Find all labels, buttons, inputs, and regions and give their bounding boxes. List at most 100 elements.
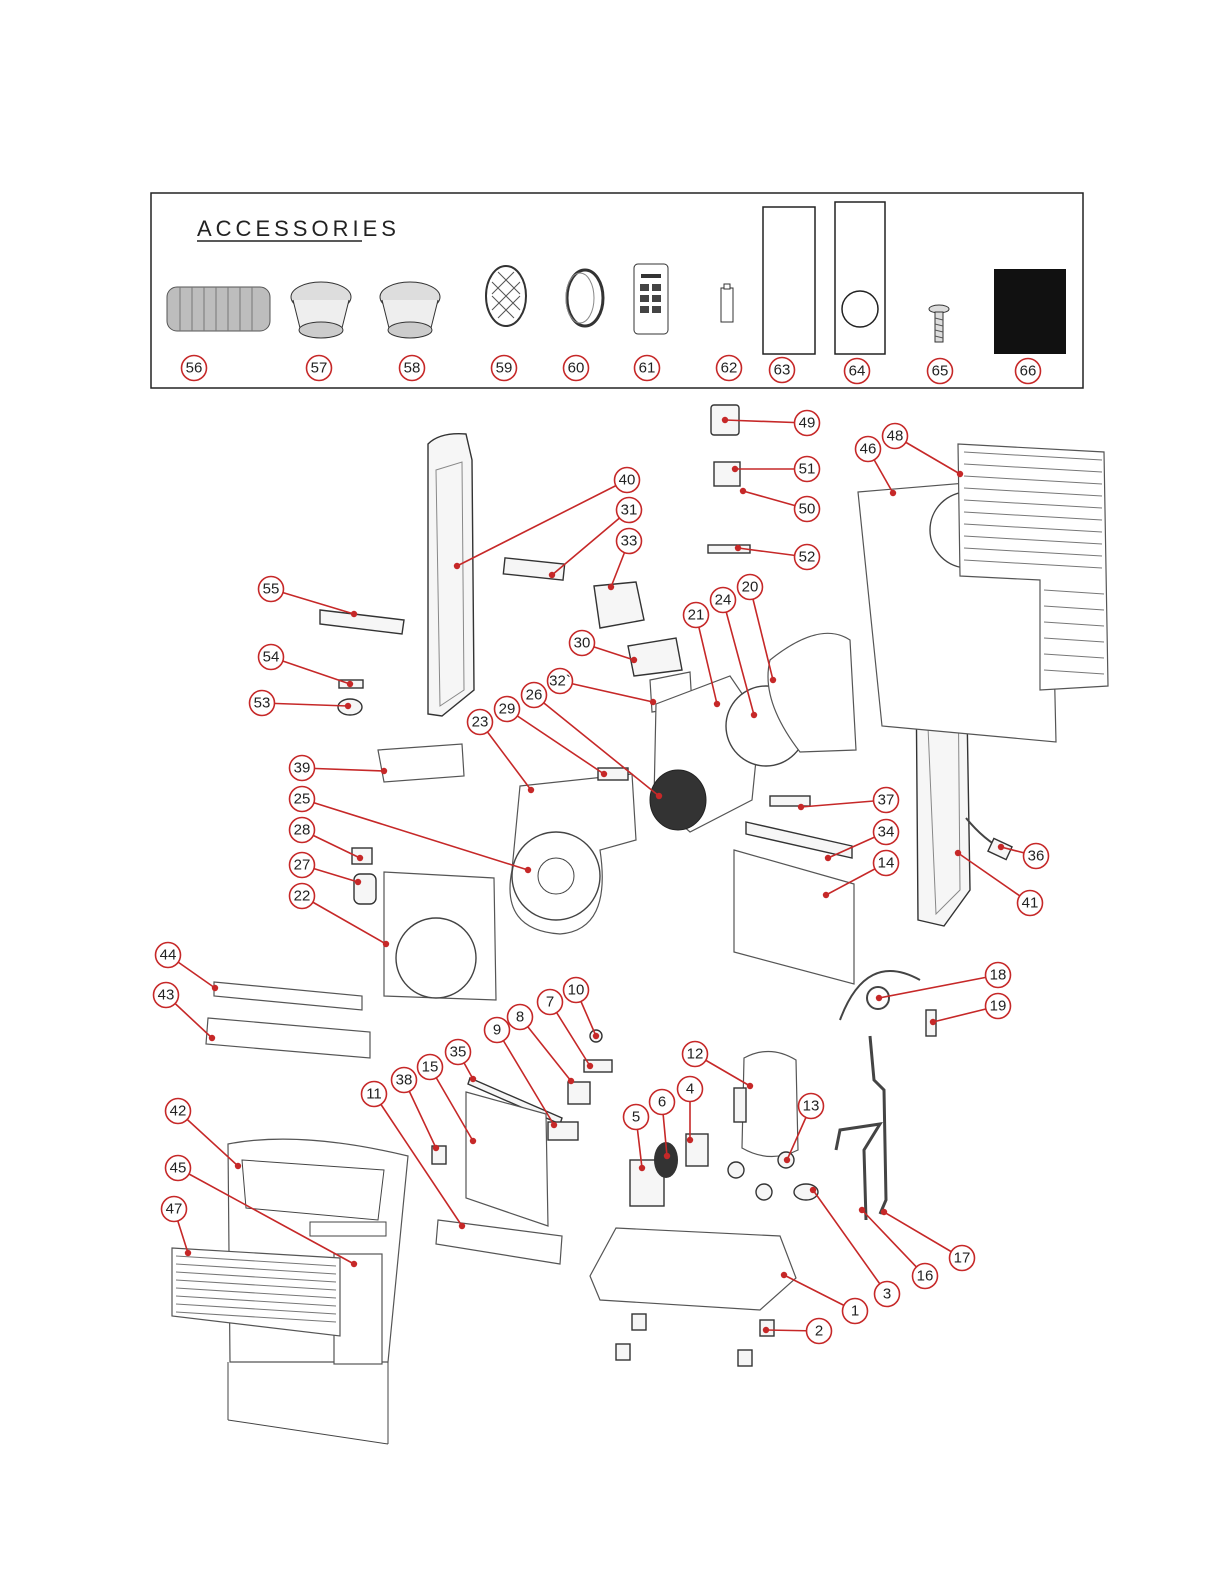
part-callout-25: 25 [290, 787, 532, 874]
callout-number: 1 [851, 1303, 859, 1320]
callout-number: 4 [686, 1081, 694, 1098]
leader-dot [751, 712, 757, 718]
leader-dot [876, 995, 882, 1001]
part-callout-19: 19 [930, 994, 1011, 1026]
callout-number: 63 [774, 362, 791, 379]
accessory-window-panel-with-hole [835, 202, 885, 354]
callout-number: 50 [799, 501, 816, 518]
leader-line [879, 975, 998, 998]
switch-box [714, 462, 740, 486]
callout-number: 6 [658, 1094, 666, 1111]
callout-number: 47 [166, 1201, 183, 1218]
callout-number: 30 [574, 635, 591, 652]
callout-number: 21 [688, 607, 705, 624]
leader-dot [631, 657, 637, 663]
leader-dot [722, 417, 728, 423]
callout-number: 56 [186, 360, 203, 377]
part-callout-54: 54 [259, 645, 354, 688]
leader-dot [825, 855, 831, 861]
callout-number: 36 [1028, 848, 1045, 865]
leader-dot [381, 768, 387, 774]
leader-line [457, 480, 627, 566]
part-callout-51: 51 [732, 457, 820, 482]
part-callout-33: 33 [608, 529, 642, 591]
leader-dot [601, 771, 607, 777]
base-pan [590, 1228, 796, 1310]
leader-dot [998, 844, 1004, 850]
callout-number: 53 [254, 695, 271, 712]
leader-dot [351, 611, 357, 617]
callout-number: 7 [546, 994, 554, 1011]
leader-line [813, 1190, 887, 1294]
accessory-number-64: 64 [845, 359, 870, 384]
callout-number: 41 [1022, 895, 1039, 912]
part-callout-1: 1 [781, 1272, 868, 1324]
caster [632, 1314, 646, 1330]
leader-dot [955, 850, 961, 856]
float-switch [568, 1082, 590, 1104]
callout-number: 37 [878, 792, 895, 809]
part-callout-20: 20 [738, 575, 777, 684]
leader-dot [347, 681, 353, 687]
accessory-number-61: 61 [635, 356, 660, 381]
parts-drawing [172, 405, 1108, 1444]
leader-dot [747, 1083, 753, 1089]
accessory-number-58: 58 [400, 356, 425, 381]
accessory-number-59: 59 [492, 356, 517, 381]
part-callout-39: 39 [290, 756, 388, 781]
callout-number: 23 [472, 714, 489, 731]
callout-number: 3 [883, 1286, 891, 1303]
drain-pan-bracket [746, 822, 852, 858]
condenser-coil [734, 850, 854, 984]
part-callout-27: 27 [290, 853, 362, 886]
leader-dot [551, 1122, 557, 1128]
accessory-number-65: 65 [928, 359, 953, 384]
callout-number: 38 [396, 1072, 413, 1089]
part-callout-3: 3 [810, 1187, 900, 1307]
callout-number: 14 [878, 855, 895, 872]
button-strip [320, 610, 404, 634]
leader-dot [763, 1327, 769, 1333]
top-trim-strip [214, 982, 362, 1010]
callout-number: 46 [860, 441, 877, 458]
leader-dot [209, 1035, 215, 1041]
display-board [503, 558, 564, 580]
compressor [742, 1051, 798, 1156]
leader-dot [351, 1261, 357, 1267]
callout-number: 35 [450, 1044, 467, 1061]
leader-dot [810, 1187, 816, 1193]
callout-number: 29 [499, 701, 516, 718]
accessory-hose-ring [566, 270, 603, 326]
leader-line [750, 587, 773, 680]
leader-dot [593, 1033, 599, 1039]
callout-number: 62 [721, 360, 738, 377]
accessory-screw [929, 305, 949, 342]
callout-number: 13 [803, 1098, 820, 1115]
part-callout-7: 7 [538, 990, 594, 1070]
part-callout-30: 30 [570, 631, 638, 664]
leader-dot [770, 677, 776, 683]
accessory-number-60: 60 [564, 356, 589, 381]
leader-line [862, 1210, 925, 1276]
callout-number: 42 [170, 1103, 187, 1120]
part-callout-43: 43 [154, 983, 216, 1042]
callout-number: 19 [990, 998, 1007, 1015]
accessories-title: ACCESSORIES [197, 216, 400, 241]
leader-dot [740, 488, 746, 494]
accessory-hose-adaptor-b [380, 282, 440, 338]
callout-number: 34 [878, 824, 895, 841]
leader-dot [650, 699, 656, 705]
leader-dot [784, 1157, 790, 1163]
leader-dot [525, 867, 531, 873]
leader-line [884, 1212, 962, 1258]
callout-number: 9 [493, 1022, 501, 1039]
leader-dot [608, 584, 614, 590]
accessory-foam-seal [994, 269, 1066, 354]
part-callout-35: 35 [446, 1040, 477, 1083]
callout-number: 24 [715, 592, 732, 609]
part-callout-17: 17 [881, 1209, 975, 1271]
callout-number: 43 [158, 987, 175, 1004]
callout-number: 44 [160, 947, 177, 964]
callout-number: 11 [366, 1086, 382, 1103]
part-callout-47: 47 [162, 1197, 192, 1257]
